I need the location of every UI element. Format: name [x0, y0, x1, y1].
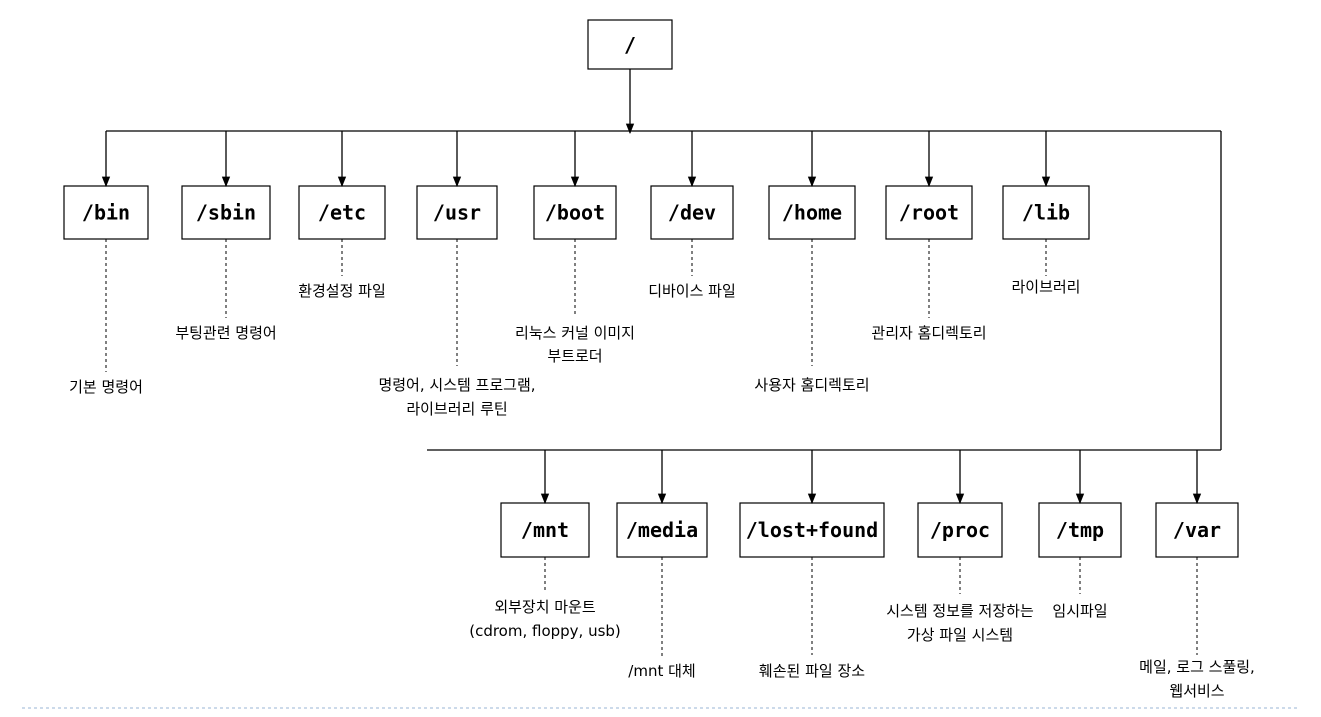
dir-node-lib: /lib: [1002, 185, 1090, 240]
dir-desc-etc: 환경설정 파일: [298, 282, 386, 300]
dir-desc-usr-line-1: 명령어, 시스템 프로그램,: [378, 376, 535, 394]
dir-node-var: /var: [1155, 502, 1239, 558]
dir-desc-lib: 라이브러리: [1011, 278, 1080, 296]
dir-label-tmp: /tmp: [1056, 518, 1104, 542]
dir-desc-proc-line-1: 시스템 정보를 저장하는: [886, 602, 1034, 620]
dir-desc-proc-line-2: 가상 파일 시스템: [907, 626, 1013, 644]
dir-node-bin: /bin: [63, 185, 149, 240]
dir-label-root-slash: /: [624, 33, 636, 57]
dir-desc-bin: 기본 명령어: [69, 378, 143, 396]
dir-label-media: /media: [626, 518, 698, 542]
dir-node-sbin: /sbin: [181, 185, 271, 240]
dir-label-bin: /bin: [82, 201, 130, 225]
dir-desc-mnt-line-1: 외부장치 마운트: [494, 598, 596, 616]
dir-label-usr: /usr: [433, 201, 481, 225]
dir-label-root: /root: [899, 201, 959, 225]
dir-desc-var-line-2: 웹서비스: [1169, 682, 1224, 700]
dir-desc-home: 사용자 홈디렉토리: [754, 376, 869, 394]
dir-label-boot: /boot: [545, 201, 605, 225]
dir-node-tmp: /tmp: [1038, 502, 1122, 558]
dir-node-dev: /dev: [650, 185, 734, 240]
dir-desc-boot-line-1: 리눅스 커널 이미지: [515, 324, 635, 342]
dir-node-proc: /proc: [917, 502, 1003, 558]
dir-desc-tmp: 임시파일: [1052, 602, 1107, 620]
dir-label-etc: /etc: [318, 201, 366, 225]
dir-desc-var-line-1: 메일, 로그 스풀링,: [1139, 658, 1255, 676]
dir-desc-root: 관리자 홈디렉토리: [871, 324, 986, 342]
dir-desc-boot-line-2: 부트로더: [547, 347, 602, 365]
dir-label-home: /home: [782, 201, 842, 225]
dir-desc-sbin: 부팅관련 명령어: [175, 324, 276, 342]
dir-label-lib: /lib: [1022, 201, 1070, 225]
dir-label-mnt: /mnt: [521, 518, 569, 542]
dir-desc-media: /mnt 대체: [628, 662, 695, 680]
dir-node-lost-found: /lost+found: [739, 502, 885, 558]
dir-node-boot: /boot: [533, 185, 617, 240]
dir-desc-usr-line-2: 라이브러리 루틴: [406, 400, 507, 418]
dir-label-lost-found: /lost+found: [746, 518, 878, 542]
dir-node-etc: /etc: [298, 185, 386, 240]
dir-label-sbin: /sbin: [196, 201, 256, 225]
dir-desc-mnt-line-2: (cdrom, floppy, usb): [469, 622, 621, 640]
dir-node-mnt: /mnt: [500, 502, 590, 558]
dir-node-media: /media: [616, 502, 708, 558]
dir-node-root: /root: [885, 185, 973, 240]
dir-desc-dev: 디바이스 파일: [648, 282, 736, 300]
dir-node-root-slash: /: [587, 19, 673, 70]
dir-label-var: /var: [1173, 518, 1221, 542]
dir-node-home: /home: [768, 185, 856, 240]
dir-node-usr: /usr: [416, 185, 498, 240]
dir-desc-lost-found: 훼손된 파일 장소: [759, 662, 865, 680]
dir-label-dev: /dev: [668, 201, 716, 225]
dir-label-proc: /proc: [930, 518, 990, 542]
